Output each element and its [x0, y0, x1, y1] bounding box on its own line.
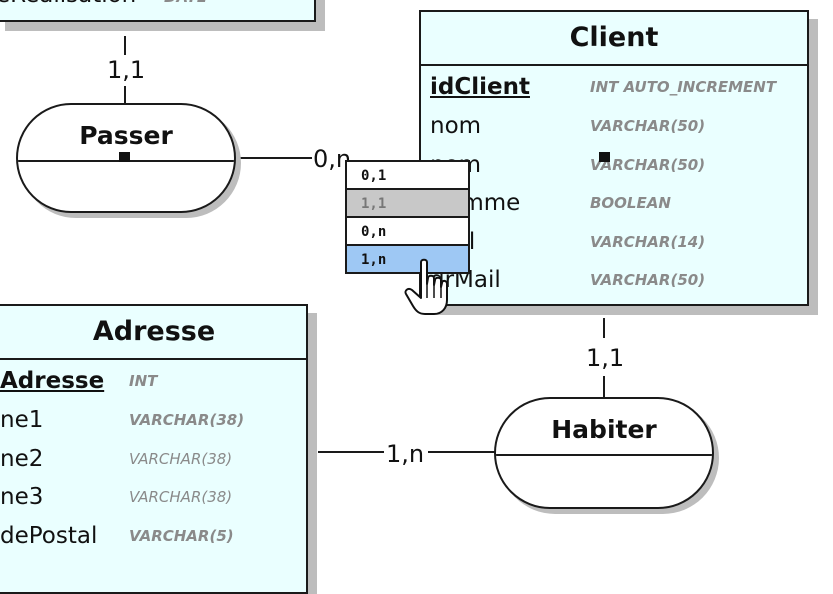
attr-name: ne2	[0, 446, 44, 472]
selection-handle[interactable]	[599, 152, 610, 162]
attr-type: VARCHAR(14)	[590, 233, 706, 251]
attr-name-primary-key: Adresse	[0, 368, 105, 394]
entity-adresse[interactable]: Adresse Adresse INT ne1 VARCHAR(38) ne2 …	[0, 304, 308, 594]
menu-item-1-n[interactable]: 1,n	[347, 246, 468, 272]
fragment-attr-name: eRéalisation	[0, 0, 136, 8]
menu-item-0-1[interactable]: 0,1	[347, 162, 468, 190]
attr-type: BOOLEAN	[590, 194, 671, 212]
attr-name: ne1	[0, 407, 44, 433]
attr-type: INT	[129, 372, 158, 390]
attr-type: VARCHAR(38)	[129, 450, 233, 468]
attr-type: VARCHAR(5)	[129, 527, 234, 545]
attr-name: ne3	[0, 484, 44, 510]
association-habiter-title: Habiter	[496, 399, 712, 456]
cardinality-passer-top[interactable]: 1,1	[107, 56, 146, 84]
attr-name: dePostal	[0, 523, 98, 549]
attr-name: nom	[430, 113, 482, 139]
attr-name-primary-key: idClient	[430, 74, 530, 100]
cardinality-habiter-client[interactable]: 1,1	[586, 344, 625, 372]
cardinality-habiter-adresse[interactable]: 1,n	[386, 440, 425, 468]
cardinality-passer-client[interactable]: 0,n	[313, 145, 352, 173]
cardinality-menu[interactable]: 0,1 1,1 0,n 1,n	[345, 160, 470, 274]
attr-type: VARCHAR(50)	[590, 117, 706, 135]
attr-type: VARCHAR(50)	[590, 271, 706, 289]
entity-client-title: Client	[421, 12, 807, 66]
attr-type: VARCHAR(38)	[129, 488, 233, 506]
entity-fragment-top[interactable]: eRéalisation DATE	[0, 0, 316, 22]
attr-type: INT AUTO_INCREMENT	[590, 78, 777, 96]
menu-item-0-n[interactable]: 0,n	[347, 218, 468, 246]
association-habiter[interactable]: Habiter	[494, 397, 714, 509]
fragment-attr-type: DATE	[164, 0, 207, 6]
hand-cursor-icon	[404, 258, 448, 315]
entity-client[interactable]: Client idClient INT AUTO_INCREMENT nom V…	[419, 10, 809, 306]
association-passer-handle[interactable]	[119, 152, 130, 162]
diagram-canvas	[124, 36, 605, 453]
entity-adresse-title: Adresse	[0, 306, 306, 360]
attr-type: VARCHAR(50)	[590, 156, 706, 174]
menu-item-1-1[interactable]: 1,1	[347, 190, 468, 218]
attr-type: VARCHAR(38)	[129, 411, 245, 429]
